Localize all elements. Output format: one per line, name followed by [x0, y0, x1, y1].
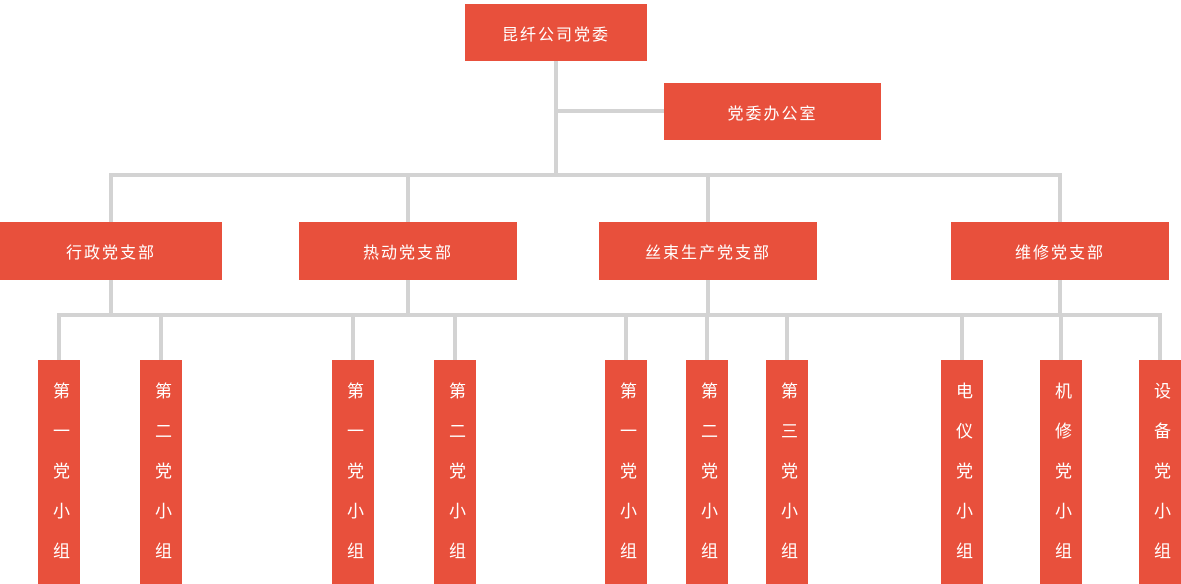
- node-group: 电仪党小组: [941, 360, 983, 584]
- connector-branch-stub: [706, 280, 710, 313]
- node-group: 机修党小组: [1040, 360, 1082, 584]
- connector-branch-drop: [109, 177, 113, 222]
- connector-group-drop: [624, 317, 628, 360]
- connector-group-drop: [453, 317, 457, 360]
- connector-branch-stub: [109, 280, 113, 313]
- node-branch-tow-production: 丝束生产党支部: [599, 222, 817, 280]
- node-committee-office: 党委办公室: [664, 83, 881, 140]
- connector-office-link: [554, 109, 664, 113]
- connector-group-drop: [785, 317, 789, 360]
- node-group: 第二党小组: [434, 360, 476, 584]
- node-branch-admin: 行政党支部: [0, 222, 222, 280]
- connector-group-drop: [1158, 317, 1162, 360]
- node-group: 第一党小组: [332, 360, 374, 584]
- connector-group-drop: [960, 317, 964, 360]
- connector-branch-drop: [406, 177, 410, 222]
- connector-branch-drop: [1058, 177, 1062, 222]
- connector-branch-rail: [109, 173, 1062, 177]
- connector-group-drop: [57, 317, 61, 360]
- node-group: 第一党小组: [38, 360, 80, 584]
- node-branch-thermal: 热动党支部: [299, 222, 517, 280]
- connector-branch-stub: [406, 280, 410, 313]
- connector-group-drop: [159, 317, 163, 360]
- connector-branch-drop: [706, 177, 710, 222]
- connector-group-drop: [705, 317, 709, 360]
- node-group: 设备党小组: [1139, 360, 1181, 584]
- node-group: 第二党小组: [686, 360, 728, 584]
- connector-root-trunk: [554, 61, 558, 177]
- node-group: 第二党小组: [140, 360, 182, 584]
- connector-group-drop: [1059, 317, 1063, 360]
- node-party-committee: 昆纤公司党委: [465, 4, 647, 61]
- node-group: 第三党小组: [766, 360, 808, 584]
- node-branch-maintenance: 维修党支部: [951, 222, 1169, 280]
- connector-group-rail: [57, 313, 1162, 317]
- connector-group-drop: [351, 317, 355, 360]
- connector-branch-stub: [1058, 280, 1062, 313]
- node-group: 第一党小组: [605, 360, 647, 584]
